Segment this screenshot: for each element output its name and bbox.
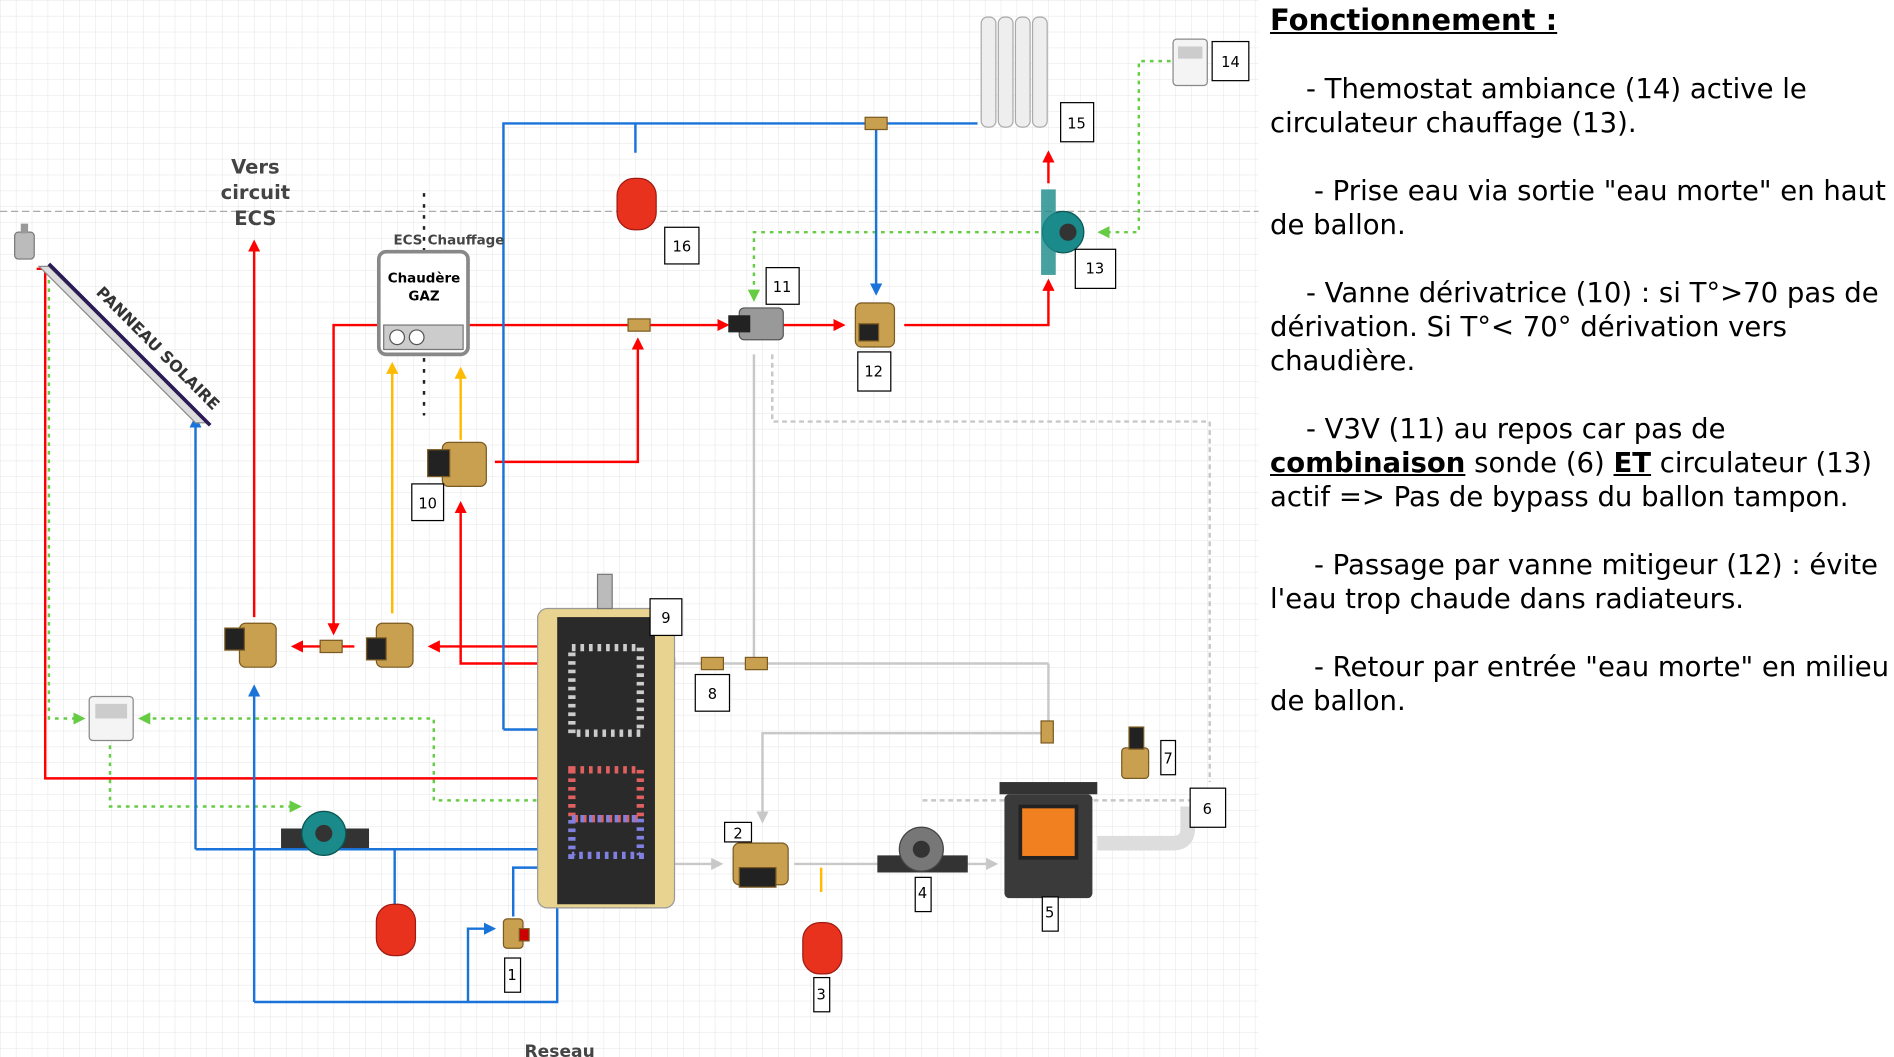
cold-pipes	[189, 122, 978, 1004]
paragraph-retour: - Retour par entrée "eau morte" en milie…	[1270, 651, 1890, 717]
label-15: 15	[1060, 102, 1095, 143]
expansion-vessel-3	[802, 921, 843, 975]
svg-text:4: 4	[918, 885, 927, 902]
gas-boiler: ECS Chauffage Chaudère GAZ	[376, 233, 505, 357]
svg-text:ECS: ECS	[234, 207, 276, 230]
fitting	[744, 656, 768, 671]
svg-text:Chaudère: Chaudère	[388, 270, 461, 286]
svg-text:9: 9	[661, 610, 670, 627]
label-8: 8	[694, 673, 731, 712]
fitting	[319, 639, 343, 654]
mixing-valve-ecs	[224, 622, 277, 668]
svg-text:2: 2	[733, 825, 742, 842]
vers-circuit-label: Vers circuit ECS	[221, 156, 290, 230]
circulator-pump-13	[1041, 189, 1085, 275]
label-2: 2	[723, 821, 753, 843]
valve-2	[732, 842, 789, 888]
svg-text:Vers: Vers	[231, 156, 280, 179]
svg-text:11: 11	[773, 279, 792, 296]
room-thermostat-14	[1172, 38, 1208, 87]
fitting	[864, 116, 888, 131]
label-5: 5	[1041, 896, 1059, 932]
component-labels: 1 2 3 4 5 6 7 8 9 10 11 12 13 14 15 16	[411, 40, 1250, 1013]
label-11: 11	[765, 266, 800, 305]
paragraph-prise: - Prise eau via sortie "eau morte" en ha…	[1270, 175, 1886, 241]
label-4: 4	[914, 876, 932, 913]
buffer-tank-9	[537, 573, 676, 909]
svg-text:10: 10	[418, 495, 437, 512]
paragraph-mitigeur: - Passage par vanne mitigeur (12) : évit…	[1270, 549, 1878, 615]
motorized-valve-11	[728, 307, 784, 341]
boiler-feed-pipes	[386, 361, 823, 893]
svg-text:GAZ: GAZ	[408, 290, 439, 305]
expansion-vessel-bottom	[375, 903, 417, 957]
svg-text:16: 16	[673, 239, 692, 256]
svg-text:15: 15	[1067, 115, 1086, 132]
radiator-15	[980, 16, 1048, 128]
svg-text:1: 1	[507, 967, 516, 984]
fill-valve-1	[502, 918, 530, 949]
svg-text:13: 13	[1086, 261, 1105, 278]
svg-text:5: 5	[1045, 905, 1054, 922]
fitting	[1040, 720, 1054, 744]
label-16: 16	[664, 226, 700, 265]
svg-text:3: 3	[816, 987, 825, 1004]
panel-title: Fonctionnement :	[1270, 3, 1558, 37]
label-14: 14	[1211, 40, 1250, 82]
solar-controller	[88, 695, 134, 742]
diverter-valve-10	[427, 441, 487, 487]
label-9: 9	[649, 598, 683, 637]
fitting	[700, 656, 724, 671]
svg-text:12: 12	[864, 363, 883, 380]
svg-text:ECS: ECS	[393, 233, 422, 248]
air-vent	[14, 223, 35, 260]
label-12: 12	[857, 351, 892, 392]
svg-text:6: 6	[1203, 801, 1212, 818]
label-1: 1	[504, 957, 522, 993]
label-13: 13	[1074, 248, 1117, 289]
reseau-label: Reseau	[525, 1042, 595, 1057]
label-6: 6	[1189, 787, 1227, 828]
signal-lines	[47, 59, 1171, 813]
label-3: 3	[813, 976, 831, 1013]
safety-valve-7	[1121, 726, 1150, 780]
explanation-panel: Fonctionnement : - Themostat ambiance (1…	[1262, 0, 1894, 1057]
paragraph-thermostat: - Themostat ambiance (14) active le circ…	[1270, 73, 1807, 139]
svg-text:circuit: circuit	[221, 181, 290, 204]
wood-stove-5	[999, 782, 1196, 899]
paragraph-vanne-derivatrice: - Vanne dérivatrice (10) : si T°>70 pas …	[1270, 277, 1879, 377]
circulator-pump-solar	[281, 810, 370, 856]
mixing-valve-return	[365, 622, 414, 668]
mixing-valve-12	[854, 302, 896, 348]
paragraph-v3v: - V3V (11) au repos car pas de combinais…	[1270, 413, 1872, 513]
circulator-pump-4	[877, 826, 968, 873]
svg-text:8: 8	[708, 686, 717, 703]
svg-text:7: 7	[1164, 751, 1173, 768]
expansion-vessels	[375, 177, 843, 975]
label-7: 7	[1160, 739, 1177, 776]
label-10: 10	[411, 483, 445, 522]
svg-text:14: 14	[1221, 54, 1240, 71]
expansion-vessel-16	[616, 177, 657, 231]
svg-text:Chauffage: Chauffage	[428, 233, 505, 248]
fitting	[627, 318, 651, 332]
